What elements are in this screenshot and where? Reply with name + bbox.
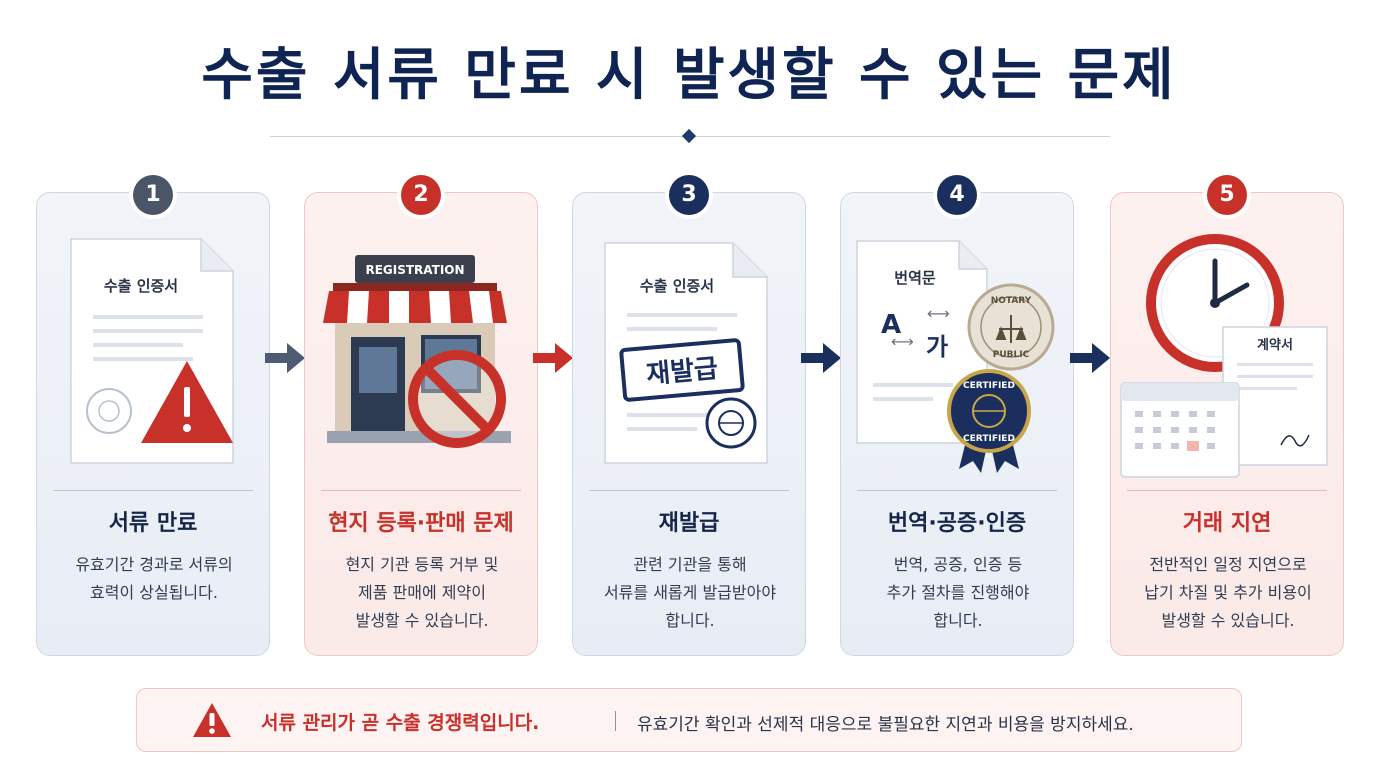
card-separator: [589, 490, 789, 491]
arrow-right-icon: [533, 343, 573, 373]
card-title: 현지 등록·판매 문제: [328, 511, 514, 536]
glyph-a: A: [881, 310, 901, 340]
sign-label: REGISTRATION: [365, 263, 464, 277]
step-card-3: 3 수출 인증서 재발급 재발급 관련 기관을 통해 서류를 새롭게 발급받아야…: [572, 175, 806, 656]
card-description: 전반적인 일정 지연으로 납기 차질 및 추가 비용이 발생할 수 있습니다.: [1144, 555, 1312, 630]
seal-icon: [705, 397, 757, 449]
page-title: 수출 서류 만료 시 발생할 수 있는 문제: [201, 43, 1177, 108]
expired-document-illustration: 수출 인증서: [70, 238, 234, 464]
seal-icon: [86, 388, 132, 434]
card-title: 거래 지연: [1182, 511, 1272, 536]
footer-separator: [615, 711, 616, 731]
translation-notary-illustration: 번역문 A ⟷ ⟷ 가 NOTARY PUBLIC CERTIFIED CERT…: [856, 240, 1055, 473]
doc-label: 수출 인증서: [640, 277, 714, 295]
footer-callout: 서류 관리가 곧 수출 경쟁력입니다. 유효기간 확인과 선제적 대응으로 불필…: [136, 688, 1242, 752]
card-description: 유효기간 경과로 서류의 효력이 상실됩니다.: [75, 555, 233, 602]
step-card-2: 2 REGISTRATION 현지 등록·판매 문제 현지 기관 등록 거부 및…: [304, 175, 538, 656]
step-number-2: 2: [401, 175, 441, 215]
card-separator: [321, 490, 521, 491]
step-card-5: 5 계약서 거래 지연 전반적인 일정 지연으로 납기 차질 및 추가 비용이 …: [1110, 175, 1344, 656]
svg-text:⟷: ⟷: [891, 332, 914, 351]
footer-message: 유효기간 확인과 선제적 대응으로 불필요한 지연과 비용을 방지하세요.: [637, 715, 1134, 735]
contract-document: [1222, 326, 1328, 466]
glyph-ga: 가: [926, 333, 948, 361]
card-title: 재발급: [658, 511, 720, 536]
svg-text:⟷: ⟷: [927, 304, 950, 323]
arrow-right-icon: [265, 343, 305, 373]
reissue-stamp: [619, 338, 745, 402]
card-separator: [53, 490, 253, 491]
doc-label: 수출 인증서: [104, 277, 178, 295]
step-number-3: 3: [669, 175, 709, 215]
step-number-5: 5: [1207, 175, 1247, 215]
svg-text:재발급: 재발급: [645, 354, 719, 390]
svg-text:계약서: 계약서: [1257, 337, 1293, 353]
svg-text:NOTARY: NOTARY: [991, 296, 1032, 306]
step-number-4: 4: [937, 175, 977, 215]
warning-icon: [193, 703, 231, 737]
footer-headline: 서류 관리가 곧 수출 경쟁력입니다.: [261, 712, 540, 734]
card-description: 관련 기관을 통해 서류를 새롭게 발급받아야 합니다.: [603, 555, 777, 630]
reissued-document-illustration: 수출 인증서 재발급: [604, 242, 768, 464]
card-description: 현지 기관 등록 거부 및 제품 판매에 제약이 발생할 수 있습니다.: [345, 555, 499, 630]
svg-text:CERTIFIED: CERTIFIED: [963, 434, 1015, 444]
step-number-1: 1: [133, 175, 173, 215]
divider-diamond: [681, 128, 697, 144]
step-card-4: 4 번역문 A ⟷ ⟷ 가 NOTARY PUBLIC CERTIFIED CE…: [840, 175, 1074, 656]
card-separator: [857, 490, 1057, 491]
card-title: 번역·공증·인증: [887, 511, 1027, 536]
svg-text:CERTIFIED: CERTIFIED: [963, 381, 1015, 391]
step-card-1: 1 수출 인증서 서류 만료 유효기간 경과로 서류의 효력이 상실됩니다.: [36, 175, 270, 656]
delay-illustration: 계약서: [1120, 234, 1328, 478]
blocked-store-illustration: REGISTRATION: [323, 255, 511, 448]
card-description: 번역, 공증, 인증 등 추가 절차를 진행해야 합니다.: [886, 555, 1030, 630]
card-title: 서류 만료: [108, 511, 198, 536]
arrow-right-icon: [1070, 343, 1110, 373]
arrow-right-icon: [801, 343, 841, 373]
doc-label: 번역문: [894, 269, 936, 287]
svg-text:PUBLIC: PUBLIC: [993, 350, 1030, 360]
card-separator: [1127, 490, 1327, 491]
